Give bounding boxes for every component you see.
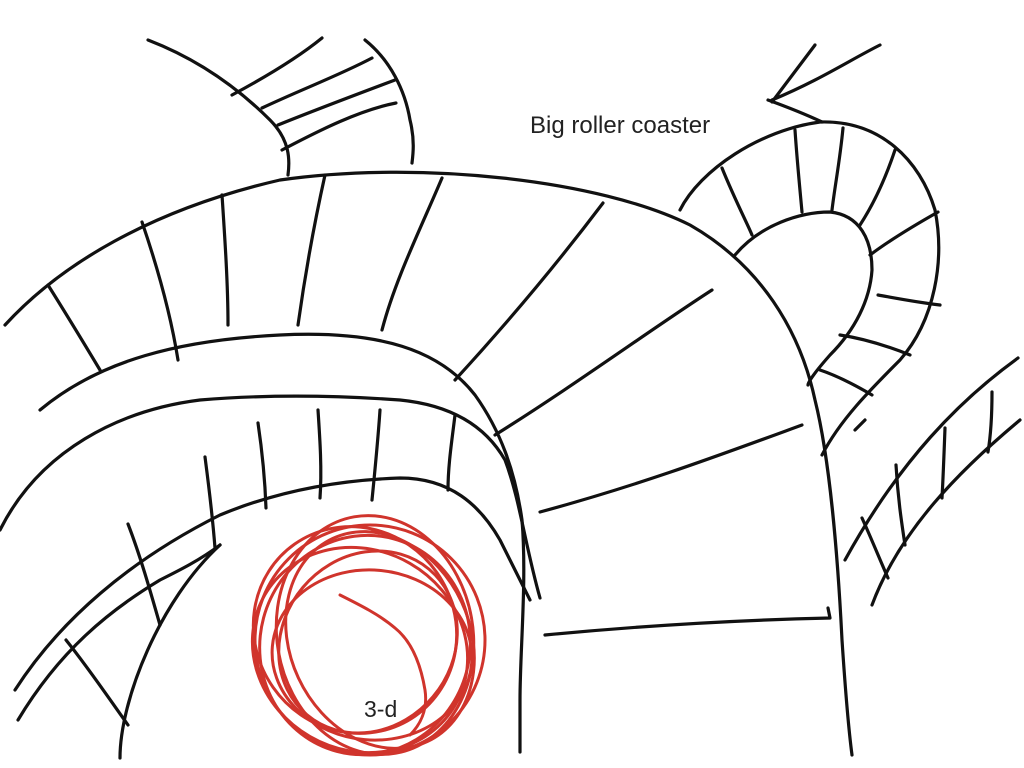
lower-right-track xyxy=(843,356,1022,607)
scribble-loop xyxy=(284,530,476,750)
top-left-track xyxy=(146,36,415,177)
scribble-loop xyxy=(270,568,474,742)
right-loop xyxy=(678,120,942,457)
inner-annotation: 3-d xyxy=(364,696,398,722)
scribble-loop xyxy=(277,549,459,735)
scribble-loop xyxy=(251,525,459,735)
scribble-loop xyxy=(250,545,470,755)
inner-track xyxy=(0,394,542,760)
red-scribble xyxy=(250,514,487,757)
arrow-pointer-icon xyxy=(766,43,882,124)
main-arc xyxy=(3,170,854,757)
scribble-stroke xyxy=(338,593,428,737)
title-annotation: Big roller coaster xyxy=(530,112,711,139)
